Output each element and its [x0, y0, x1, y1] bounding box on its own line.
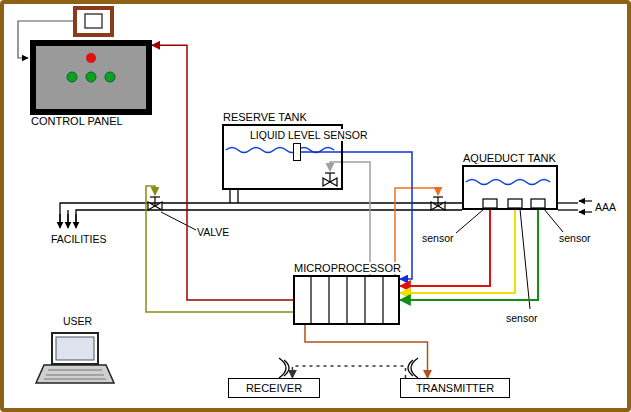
processor-cells — [364, 277, 365, 323]
laptop-icon — [44, 379, 106, 380]
laptop-icon — [36, 365, 114, 383]
node-label: TRANSMITTER — [416, 382, 494, 394]
flow-arrow — [75, 214, 76, 228]
processor-cells — [310, 277, 311, 323]
leader-line — [456, 209, 484, 233]
transmitter-box: TRANSMITTER — [400, 378, 510, 398]
part-label: USER — [62, 315, 93, 327]
input-device — [75, 8, 112, 35]
pipe — [60, 190, 578, 222]
pipe — [76, 210, 462, 222]
green-lamp — [105, 72, 115, 82]
indicator-lamps — [36, 46, 146, 109]
leader-line — [544, 209, 563, 232]
node-label: MICROPROCESSOR — [293, 262, 402, 274]
node-label: LIQUID LEVEL SENSOR — [249, 129, 368, 141]
leader-line — [520, 209, 530, 309]
pipe — [237, 190, 238, 203]
sensor-symbol — [483, 199, 545, 208]
level-sensor: LIQUID LEVEL SENSOR — [293, 143, 301, 161]
processor-cells — [311, 277, 383, 323]
leader-line — [161, 209, 563, 309]
processor-cells — [382, 277, 383, 323]
sensor-symbol — [483, 199, 497, 208]
water-surface — [466, 180, 550, 185]
red-lamp — [86, 53, 96, 63]
antenna-symbol — [411, 358, 418, 378]
laptop-icon — [56, 337, 94, 360]
pipe — [558, 209, 578, 210]
node-label: AQUEDUCT TANK — [462, 152, 557, 164]
green-lamp — [67, 72, 77, 82]
pipe — [60, 203, 462, 222]
leader-line — [161, 212, 196, 230]
signal-wire — [292, 366, 405, 378]
laptop-icon — [48, 370, 102, 371]
signal-wire — [400, 210, 515, 293]
laptop-icon — [46, 375, 104, 376]
laptop-icon — [36, 333, 114, 383]
aqueduct-tank: AQUEDUCT TANK — [462, 165, 558, 210]
part-label: sensor — [421, 232, 455, 244]
flow-arrow — [67, 214, 68, 228]
control-wire — [146, 162, 438, 312]
valve-symbol — [148, 173, 445, 210]
flow-arrow — [59, 214, 60, 228]
valve-symbol — [329, 173, 330, 182]
part-label: sensor — [558, 232, 592, 244]
antenna-symbol — [279, 358, 418, 378]
receiver-box: RECEIVER — [228, 378, 320, 398]
valve-symbol — [325, 172, 335, 173]
sensor-symbol — [531, 199, 545, 208]
valve-symbol — [433, 196, 443, 197]
node-label: CONTROL PANEL — [30, 115, 124, 127]
flow-arrow — [579, 200, 592, 201]
signal-wire — [400, 210, 538, 300]
pipe — [558, 202, 578, 203]
green-lamp — [86, 72, 96, 82]
node-label: RECEIVER — [246, 382, 302, 394]
valve-symbol — [150, 196, 160, 197]
signal-wire — [301, 152, 412, 279]
flow-arrow — [579, 211, 592, 212]
sensor-symbol — [508, 199, 522, 208]
processor-cells — [328, 277, 329, 323]
part-label: AAA — [594, 201, 617, 213]
pipe — [229, 190, 230, 203]
microprocessor-box: MICROPROCESSOR — [293, 275, 400, 325]
laptop-icon — [52, 333, 98, 364]
signal-wire — [305, 325, 428, 378]
node-label: RESERVE TANK — [222, 111, 308, 123]
control-wire — [330, 162, 370, 275]
part-label: sensor — [505, 312, 539, 324]
part-label: FACILITIES — [50, 233, 107, 245]
control-panel: CONTROL PANEL — [30, 40, 152, 115]
valve-symbol — [154, 197, 155, 206]
input-device — [85, 14, 102, 28]
valve-symbol — [437, 197, 438, 206]
control-wire — [146, 186, 293, 312]
reserve-tank: RESERVE TANKLIQUID LEVEL SENSOR — [222, 124, 343, 190]
signal-wire — [400, 210, 490, 286]
processor-cells — [346, 277, 347, 323]
part-label: VALVE — [196, 226, 230, 238]
antenna-symbol — [279, 358, 286, 378]
